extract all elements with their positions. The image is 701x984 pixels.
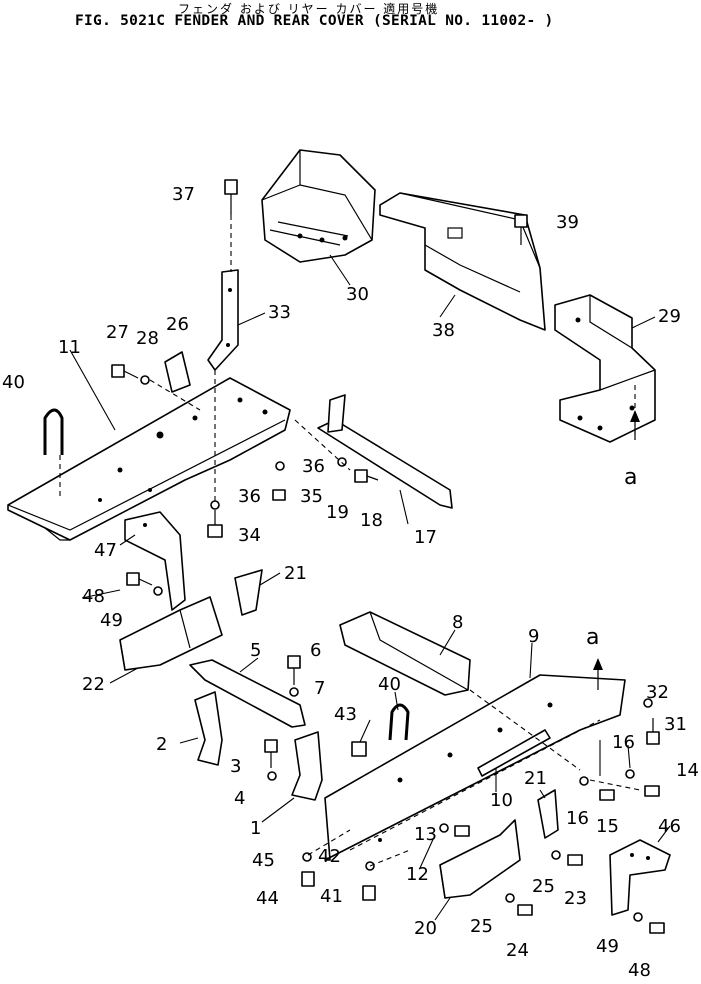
reference-a-lower: a <box>586 625 599 650</box>
fasteners <box>111 179 665 934</box>
part-11-upper-fender <box>7 377 291 541</box>
part-47-support-bracket <box>124 511 186 611</box>
callout-29: 29 <box>658 306 681 327</box>
callout-43: 43 <box>334 704 357 725</box>
callout-1: 1 <box>250 818 261 839</box>
callout-6: 6 <box>310 640 321 661</box>
callout-18: 18 <box>360 510 383 531</box>
part-29-corner-cover <box>554 294 656 443</box>
callout-15: 15 <box>596 816 619 837</box>
callout-12: 12 <box>406 864 429 885</box>
reference-arrow-upper <box>630 410 640 440</box>
callout-49-lower: 49 <box>596 936 619 957</box>
part-5-stay <box>189 659 306 728</box>
part-10-bar <box>477 729 551 777</box>
part-26-plate <box>164 351 191 393</box>
callout-33: 33 <box>268 302 291 323</box>
figure-title: FIG. 5021C FENDER AND REAR COVER (SERIAL… <box>75 13 554 29</box>
callout-40-upper: 40 <box>2 372 25 393</box>
assembly-lines <box>59 215 641 867</box>
callout-48-upper: 48 <box>82 586 105 607</box>
callout-10: 10 <box>490 790 513 811</box>
part-21-plate-upper <box>234 569 263 616</box>
part-33-bracket <box>207 269 239 371</box>
callout-7: 7 <box>314 678 325 699</box>
leader-lines <box>69 254 671 921</box>
callout-20: 20 <box>414 918 437 939</box>
part-43-clip <box>351 741 367 757</box>
part-2-leg-bracket <box>194 691 223 766</box>
part-30-rear-cover-box <box>261 149 376 263</box>
callout-17: 17 <box>414 527 437 548</box>
callout-4: 4 <box>234 788 245 809</box>
reference-a-upper: a <box>624 465 637 490</box>
callout-25-upper: 25 <box>532 876 555 897</box>
callout-26: 26 <box>166 314 189 335</box>
reference-arrow-lower <box>593 658 603 690</box>
callout-3: 3 <box>230 756 241 777</box>
callout-44: 44 <box>256 888 279 909</box>
callout-45: 45 <box>252 850 275 871</box>
callout-24: 24 <box>506 940 529 961</box>
callout-28: 28 <box>136 328 159 349</box>
callout-41: 41 <box>320 886 343 907</box>
callout-9: 9 <box>528 626 539 647</box>
callout-47: 47 <box>94 540 117 561</box>
callout-35: 35 <box>300 486 323 507</box>
part-40-handle-lower <box>388 703 410 741</box>
callout-37: 37 <box>172 184 195 205</box>
callout-46: 46 <box>658 816 681 837</box>
part-40-handle-upper <box>43 408 64 455</box>
part-8-cross-member <box>339 611 471 696</box>
part-20-lower-cover <box>439 819 521 899</box>
callout-48-lower: 48 <box>628 960 651 979</box>
part-38-rear-cover-panel <box>379 192 546 331</box>
callout-30: 30 <box>346 284 369 305</box>
callout-19: 19 <box>326 502 349 523</box>
callout-5: 5 <box>250 640 261 661</box>
part-1-leg-bracket <box>291 731 323 801</box>
callout-14: 14 <box>676 760 699 781</box>
callout-34: 34 <box>238 525 261 546</box>
callout-labels: 37 39 30 33 38 29 27 28 26 11 40 a 36 36… <box>2 184 699 981</box>
callout-39: 39 <box>556 212 579 233</box>
callout-32: 32 <box>646 682 669 703</box>
callout-22: 22 <box>82 674 105 695</box>
callout-40-lower: 40 <box>378 674 401 695</box>
callout-36-lower: 36 <box>238 486 261 507</box>
callout-11: 11 <box>58 337 81 358</box>
japanese-title: フェンダ および リヤー カバー 適用号機 <box>178 2 440 16</box>
callout-38: 38 <box>432 320 455 341</box>
callout-16-upper: 16 <box>612 732 635 753</box>
callout-13: 13 <box>414 824 437 845</box>
callout-42: 42 <box>318 846 341 867</box>
part-46-bracket <box>609 839 671 916</box>
callout-25-lower: 25 <box>470 916 493 937</box>
callout-16-lower: 16 <box>566 808 589 829</box>
callout-8: 8 <box>452 612 463 633</box>
callout-23: 23 <box>564 888 587 909</box>
part-22-lower-cover <box>119 596 223 671</box>
part-9-lower-fender <box>324 674 626 861</box>
callout-21-upper: 21 <box>284 563 307 584</box>
part-17-stay <box>317 394 453 509</box>
callout-31: 31 <box>664 714 687 735</box>
callout-2: 2 <box>156 734 167 755</box>
callout-36-upper: 36 <box>302 456 325 477</box>
callout-21-lower: 21 <box>524 768 547 789</box>
part-21-plate-lower <box>537 789 559 839</box>
callout-49-upper: 49 <box>100 610 123 631</box>
callout-27: 27 <box>106 322 129 343</box>
